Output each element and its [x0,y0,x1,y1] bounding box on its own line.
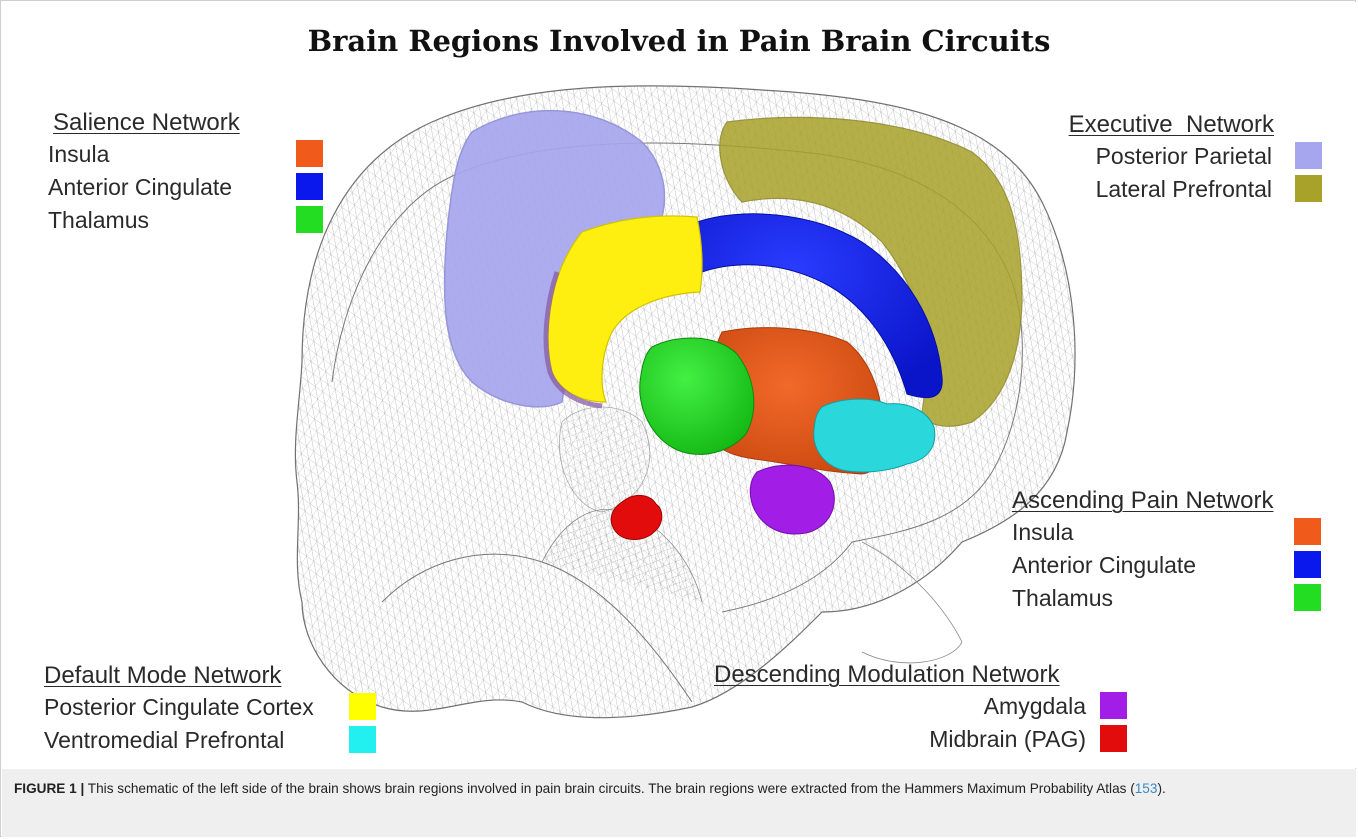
legend-heading: Executive Network [1052,110,1324,140]
figure-caption: FIGURE 1 | This schematic of the left si… [2,769,1356,837]
caption-citation-link[interactable]: 153 [1135,781,1158,796]
legend-item-anterior-cingulate: Anterior Cingulate [1012,549,1324,582]
legend-label: Anterior Cingulate [1012,549,1196,582]
color-swatch-lateral-prefrontal [1295,175,1322,202]
legend-label: Thalamus [48,204,149,237]
legend-executive-network: Executive Network Posterior Parietal Lat… [1052,110,1324,206]
color-swatch-amygdala [1100,692,1127,719]
legend-descending-modulation-network: Descending Modulation Network Amygdala M… [714,660,1132,756]
color-swatch-posterior-cingulate-cortex [349,693,376,720]
caption-lead: FIGURE 1 | [14,781,84,796]
legend-ascending-pain-network: Ascending Pain Network Insula Anterior C… [1012,486,1324,615]
legend-label: Thalamus [1012,582,1113,615]
legend-item-midbrain-pag: Midbrain (PAG) [714,723,1132,756]
color-swatch-midbrain-pag [1100,725,1127,752]
legend-item-posterior-cingulate-cortex: Posterior Cingulate Cortex [44,691,379,724]
figure-title: Brain Regions Involved in Pain Brain Cir… [2,24,1356,58]
legend-label: Lateral Prefrontal [1096,173,1272,206]
legend-heading: Salience Network [48,108,338,138]
legend-item-posterior-parietal: Posterior Parietal [1052,140,1324,173]
caption-text: This schematic of the left side of the b… [84,781,1134,796]
legend-item-anterior-cingulate: Anterior Cingulate [48,171,338,204]
legend-heading: Descending Modulation Network [714,660,1132,690]
legend-label: Anterior Cingulate [48,171,232,204]
color-swatch-thalamus [1294,584,1321,611]
region-ventromedial-prefrontal [814,399,935,472]
legend-salience-network: Salience Network Insula Anterior Cingula… [48,108,338,237]
legend-label: Posterior Parietal [1096,140,1272,173]
legend-label: Midbrain (PAG) [929,723,1086,756]
legend-item-insula: Insula [1012,516,1324,549]
color-swatch-ventromedial-prefrontal [349,726,376,753]
legend-label: Insula [48,138,109,171]
legend-label: Amygdala [984,690,1086,723]
legend-item-thalamus: Thalamus [1012,582,1324,615]
color-swatch-posterior-parietal [1295,142,1322,169]
legend-heading: Default Mode Network [44,661,379,691]
legend-item-amygdala: Amygdala [714,690,1132,723]
color-swatch-thalamus [296,206,323,233]
color-swatch-anterior-cingulate [1294,551,1321,578]
legend-item-lateral-prefrontal: Lateral Prefrontal [1052,173,1324,206]
legend-heading: Ascending Pain Network [1012,486,1324,516]
legend-item-thalamus: Thalamus [48,204,338,237]
legend-label: Ventromedial Prefrontal [44,724,284,757]
figure-image: Brain Regions Involved in Pain Brain Cir… [2,2,1356,768]
legend-label: Insula [1012,516,1073,549]
legend-item-ventromedial-prefrontal: Ventromedial Prefrontal [44,724,379,757]
color-swatch-insula [1294,518,1321,545]
caption-tail: ). [1157,781,1165,796]
legend-item-insula: Insula [48,138,338,171]
color-swatch-insula [296,140,323,167]
legend-label: Posterior Cingulate Cortex [44,691,314,724]
color-swatch-anterior-cingulate [296,173,323,200]
legend-default-mode-network: Default Mode Network Posterior Cingulate… [44,661,379,757]
